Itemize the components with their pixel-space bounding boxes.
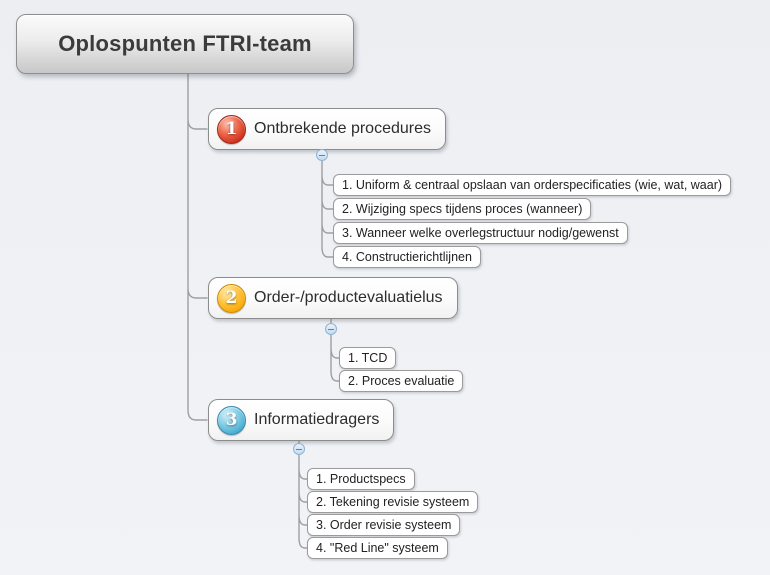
main-topic-1[interactable]: 1 Ontbrekende procedures <box>208 108 446 150</box>
subtopic-3-1[interactable]: 1. Productspecs <box>307 468 415 490</box>
root-topic[interactable]: Oplospunten FTRI-team <box>16 14 354 74</box>
subtopic-2-1-label: 1. TCD <box>348 351 388 365</box>
subtopic-3-2[interactable]: 2. Tekening revisie systeem <box>307 491 479 513</box>
main-topic-3[interactable]: 3 Informatiedragers <box>208 399 395 441</box>
minus-icon <box>328 328 334 330</box>
subtopic-3-1-label: 1. Productspecs <box>316 472 406 486</box>
main-topic-2-label: Order-/productevaluatielus <box>254 289 443 306</box>
main-topic-2[interactable]: 2 Order-/productevaluatielus <box>208 277 458 319</box>
main-topic-3-label: Informatiedragers <box>254 411 380 428</box>
main-topic-1-label: Ontbrekende procedures <box>254 120 431 137</box>
subtopic-2-1[interactable]: 1. TCD <box>339 347 397 369</box>
subtopic-1-2-label: 2. Wijziging specs tijdens proces (wanne… <box>342 202 583 216</box>
subtopic-1-4[interactable]: 4. Constructierichtlijnen <box>333 246 481 268</box>
subtopic-3-4[interactable]: 4. "Red Line" systeem <box>307 537 448 559</box>
connector-topic1-subtree <box>321 149 334 258</box>
subtopic-1-3[interactable]: 3. Wanneer welke overlegstructuur nodig/… <box>333 222 628 244</box>
subtopic-1-4-label: 4. Constructierichtlijnen <box>342 250 472 264</box>
subtopic-3-4-label: 4. "Red Line" systeem <box>316 541 439 555</box>
connector-topic3-subtree <box>298 440 308 549</box>
number-3-badge-icon: 3 <box>217 405 246 435</box>
subtopic-1-1-label: 1. Uniform & centraal opslaan van orders… <box>342 178 723 192</box>
subtopic-3-3-label: 3. Order revisie systeem <box>316 518 452 532</box>
subtopic-2-2[interactable]: 2. Proces evaluatie <box>339 370 464 392</box>
subtopic-3-2-label: 2. Tekening revisie systeem <box>316 495 470 509</box>
minus-icon <box>319 154 325 156</box>
subtopic-1-2[interactable]: 2. Wijziging specs tijdens proces (wanne… <box>333 198 592 220</box>
subtopic-1-1[interactable]: 1. Uniform & centraal opslaan van orders… <box>333 174 732 196</box>
number-1-badge-icon: 1 <box>217 114 246 144</box>
subtopic-3-3[interactable]: 3. Order revisie systeem <box>307 514 461 536</box>
connector-root-trunk <box>187 73 208 421</box>
number-2-badge-icon: 2 <box>217 283 246 313</box>
subtopic-1-3-label: 3. Wanneer welke overlegstructuur nodig/… <box>342 226 619 240</box>
collapse-toggle-topic2[interactable] <box>325 323 337 335</box>
collapse-toggle-topic3[interactable] <box>293 443 305 455</box>
subtopic-2-2-label: 2. Proces evaluatie <box>348 374 455 388</box>
root-topic-label: Oplospunten FTRI-team <box>58 31 312 56</box>
minus-icon <box>296 448 302 450</box>
collapse-toggle-topic1[interactable] <box>316 149 328 161</box>
